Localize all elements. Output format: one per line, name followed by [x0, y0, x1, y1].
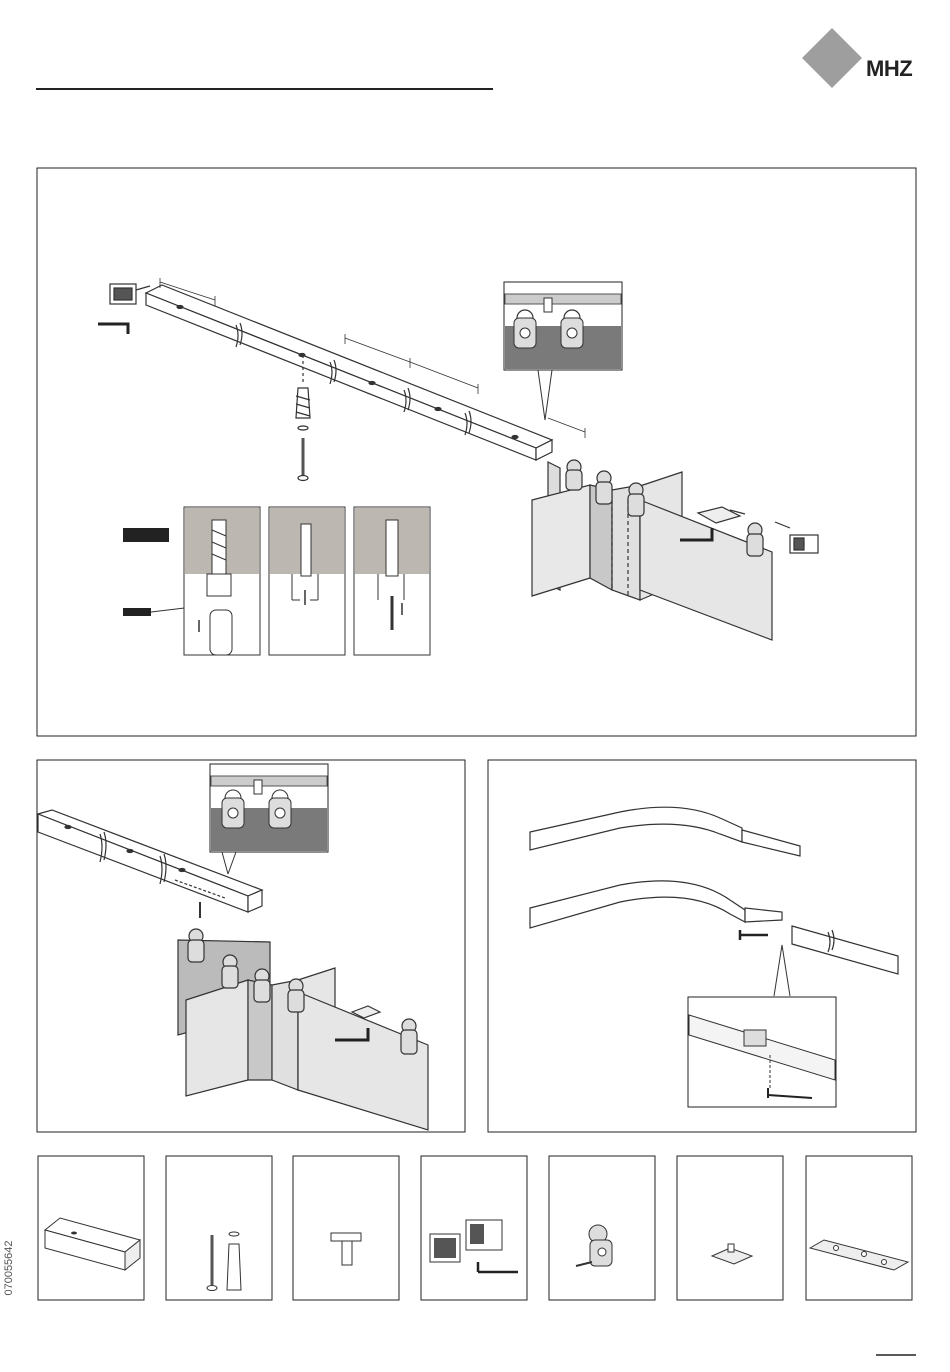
part-box-connecting-plate	[806, 1156, 912, 1300]
end-cap-icon	[98, 284, 150, 334]
detail-inset-br	[688, 945, 836, 1107]
part-box-screw-and-dowel	[166, 1156, 272, 1300]
mhz-logo-icon	[802, 28, 862, 88]
panel-mounting-frame	[37, 168, 916, 736]
curved-rails	[530, 807, 898, 974]
document-code: 070055642	[3, 1233, 15, 1303]
part-box-ceiling-bracket	[293, 1156, 399, 1300]
detail-inset-top	[504, 282, 622, 420]
drill-step-boxes	[123, 507, 430, 655]
parts-row	[38, 1156, 912, 1300]
label-block-1	[123, 528, 169, 542]
brand-logo: MHZ	[866, 56, 912, 82]
panel-stack-top	[532, 460, 772, 640]
label-block-2	[123, 608, 151, 616]
detail-inset-bl	[210, 764, 328, 874]
panel-stack-bl	[178, 929, 428, 1130]
part-box-end-stop	[677, 1156, 783, 1300]
screw-dowel-icon	[296, 355, 310, 481]
